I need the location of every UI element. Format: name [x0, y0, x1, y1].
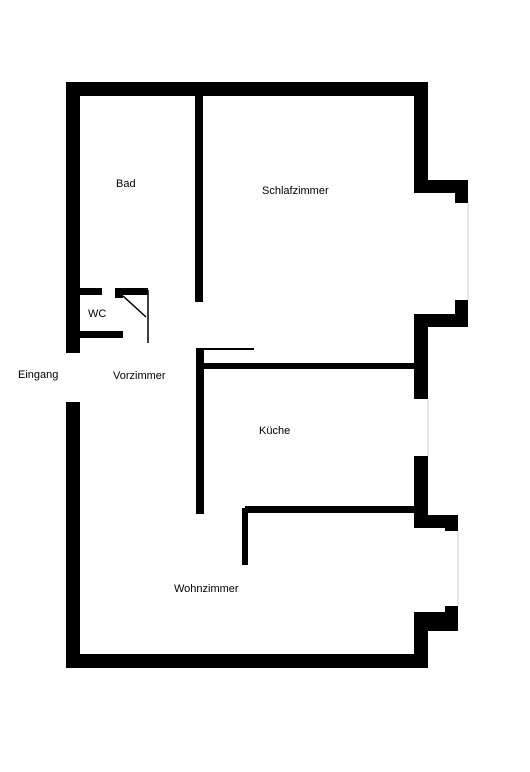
bay-top-return: [414, 180, 468, 193]
label-hallway: Vorzimmer: [113, 370, 166, 382]
label-entrance: Eingang: [18, 369, 58, 381]
right-wall-top: [414, 82, 428, 193]
wall-bath-bedroom: [195, 96, 203, 302]
wall-kitchen-living: [245, 506, 414, 513]
interior-walls: [80, 96, 414, 565]
left-wall-upper: [66, 82, 80, 353]
bay-top-post: [455, 180, 468, 203]
wall-bath-wc-top-left: [80, 288, 102, 295]
right-wall-kitchen-lower: [414, 456, 428, 528]
living-bay-top-post: [445, 515, 458, 531]
left-wall-lower: [66, 402, 80, 668]
wall-wc-bottom: [80, 331, 123, 338]
label-bedroom: Schlafzimmer: [262, 185, 329, 197]
label-kitchen: Küche: [259, 425, 290, 437]
wall-hall-kitchen-vertical: [196, 348, 204, 514]
wall-bedroom-kitchen: [204, 363, 414, 369]
wall-living-stub: [242, 508, 248, 565]
wc-door-leaf[interactable]: [122, 295, 147, 318]
label-wc: WC: [88, 308, 106, 320]
wall-wc-right-stub: [115, 288, 123, 298]
wall-bath-wc-top-right: [115, 288, 148, 295]
right-wall-middle: [414, 314, 428, 399]
label-bath: Bad: [116, 178, 136, 190]
bottom-wall: [66, 654, 428, 668]
living-bay-window: [414, 515, 459, 631]
top-wall: [66, 82, 428, 96]
bedroom-bay-window: [414, 180, 469, 327]
bay-bottom-return: [414, 314, 468, 327]
label-living-room: Wohnzimmer: [174, 583, 239, 595]
living-bay-bottom-return: [414, 612, 458, 631]
